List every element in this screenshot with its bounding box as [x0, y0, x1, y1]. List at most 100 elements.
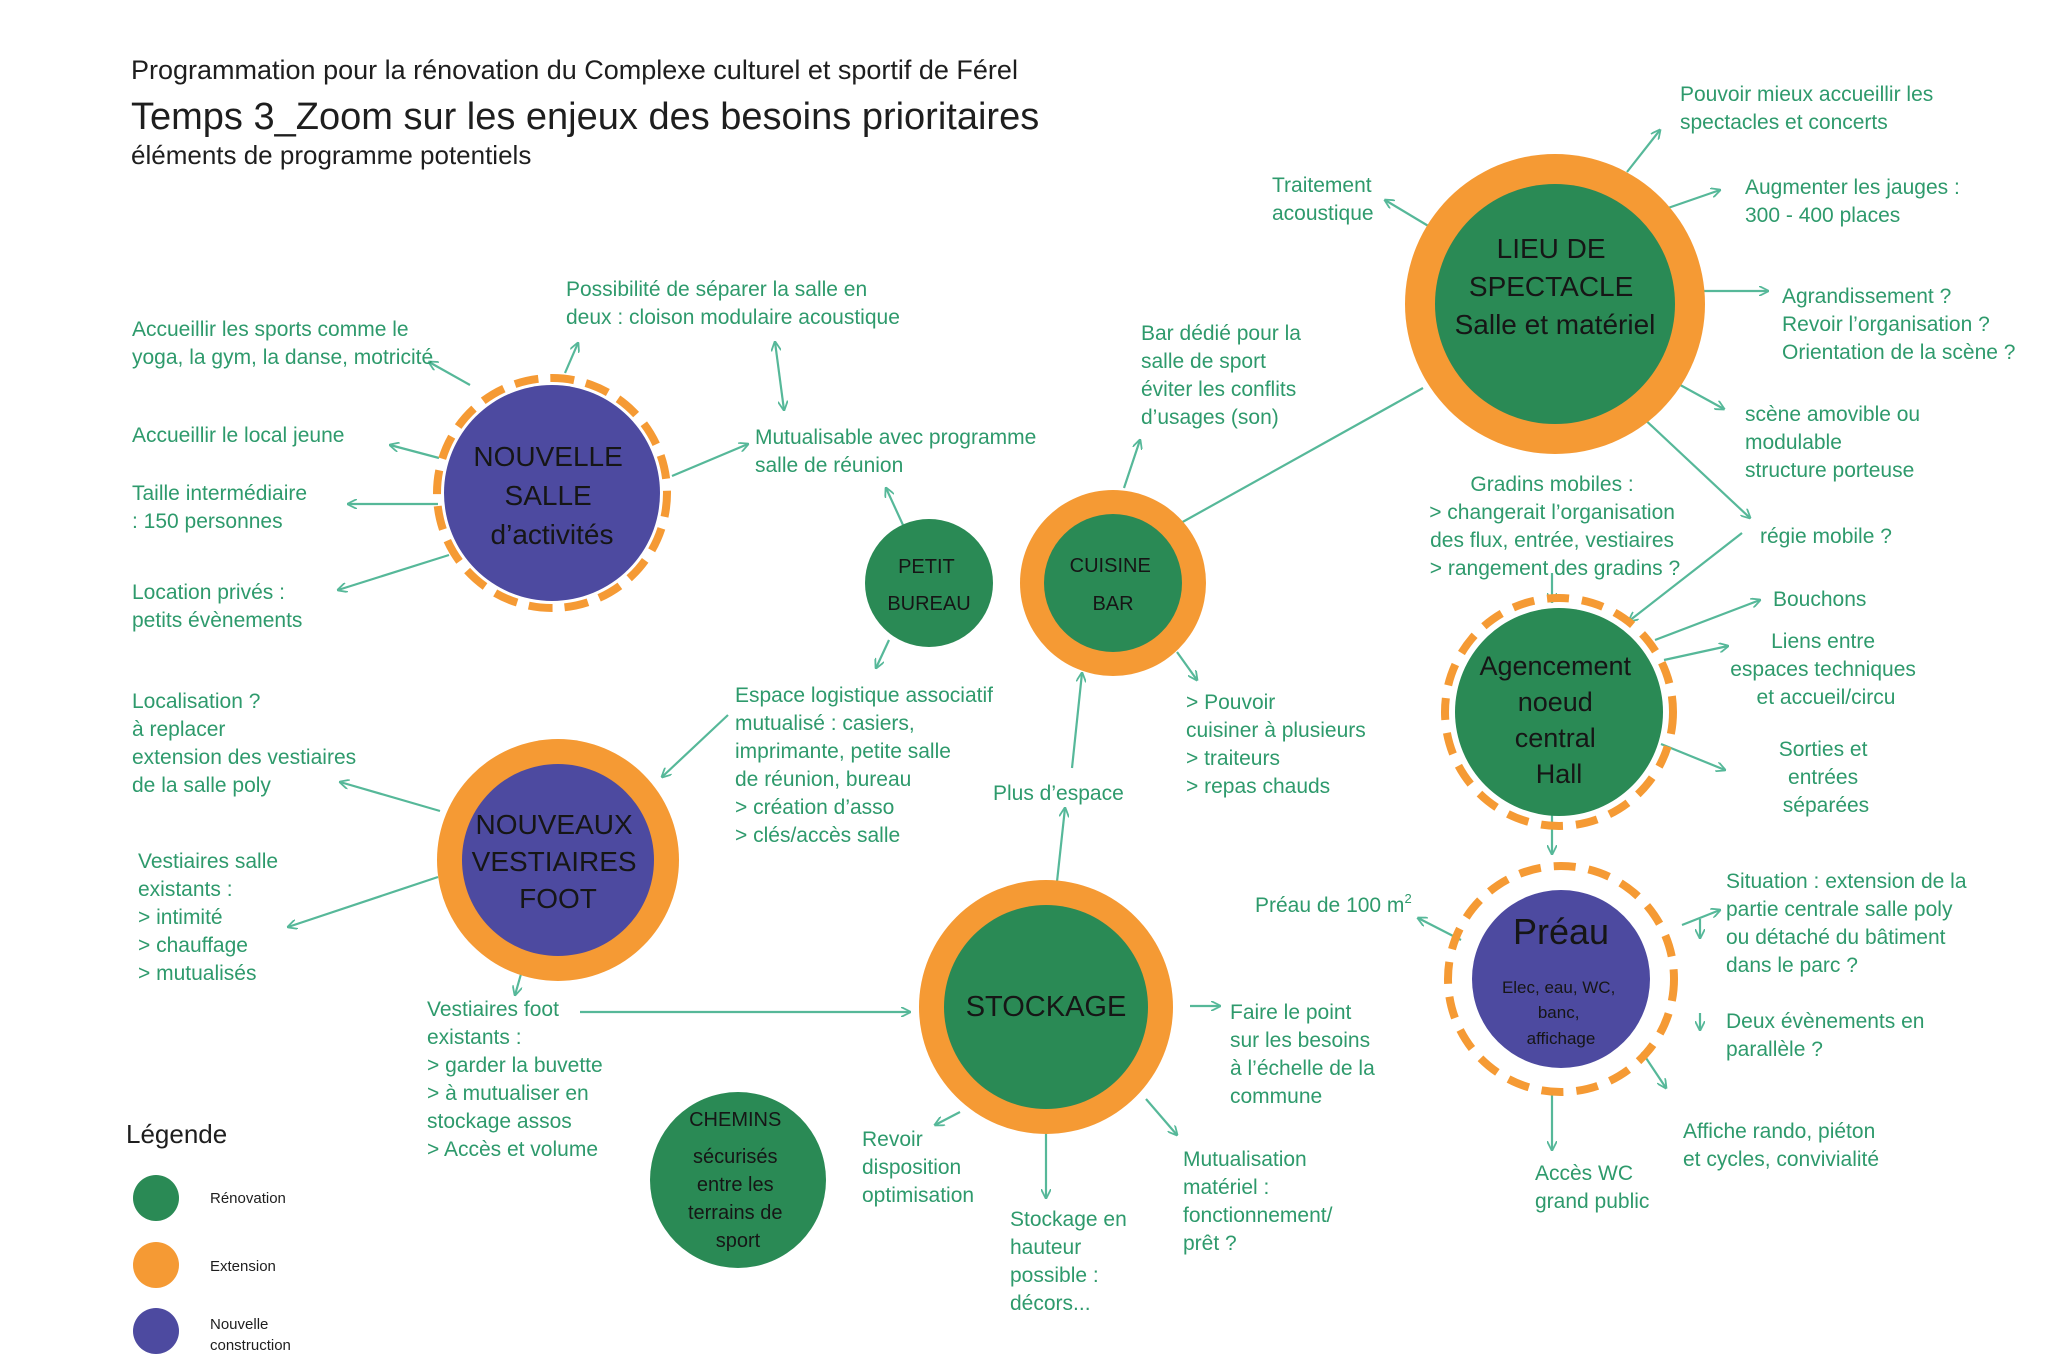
- label-liens-line2: espaces techniques: [1730, 658, 1916, 681]
- label-affiche-line1: Affiche rando, piéton: [1683, 1120, 1875, 1143]
- label-cuisiner-line1: > Pouvoir: [1186, 691, 1275, 714]
- arrow-acoustique: [1385, 200, 1431, 228]
- label-gradins-line2: > changerait l’organisation: [1429, 501, 1675, 524]
- legend: Légende Rénovation Extension Nouvelle co…: [126, 1119, 291, 1354]
- label-scene-line1: scène amovible ou: [1745, 403, 1920, 426]
- arrow-mutualisable: [671, 444, 748, 478]
- label-cuisiner-line3: > traiteurs: [1186, 747, 1280, 770]
- legend-extension-swatch: [133, 1242, 179, 1288]
- label-scene-line2: modulable: [1745, 431, 1842, 454]
- label-logistique-line4: de réunion, bureau: [735, 768, 911, 791]
- label-vestiaires-foot-line5: stockage assos: [427, 1110, 572, 1133]
- label-acces-wc-line1: Accès WC: [1535, 1162, 1633, 1185]
- label-gradins-line1: Gradins mobiles :: [1470, 473, 1633, 496]
- node-nouveaux-vestiaires: NOUVEAUX VESTIAIRES FOOT: [437, 739, 679, 981]
- salle-label: NOUVELLE SALLE d’activités: [473, 441, 630, 550]
- header-line1: Programmation pour la rénovation du Comp…: [131, 55, 1018, 85]
- arrow-scene: [1672, 380, 1724, 409]
- salle-label-line2: SALLE: [505, 480, 592, 511]
- chemins-label-line1: CHEMINS: [689, 1109, 781, 1131]
- arrow-logistique-vestiaires: [662, 714, 729, 777]
- label-spectacles-line2: spectacles et concerts: [1680, 111, 1888, 134]
- hall-label: Agencement noeud central Hall: [1479, 651, 1638, 789]
- label-location-line2: petits évènements: [132, 609, 302, 632]
- label-mutualisation-line4: prêt ?: [1183, 1232, 1237, 1255]
- salle-core: [444, 385, 660, 601]
- label-bar-line3: éviter les conflits: [1141, 378, 1296, 401]
- legend-new-label: Nouvelle construction: [210, 1316, 291, 1354]
- label-faire-point-line2: sur les besoins: [1230, 1029, 1370, 1052]
- label-mutualisation-line3: fonctionnement/: [1183, 1204, 1333, 1227]
- arrow-lieu-cuisine: [1170, 387, 1424, 529]
- node-chemins: CHEMINS sécurisés entre les terrains de …: [650, 1092, 826, 1268]
- label-vestiaires-salle-line4: > chauffage: [138, 934, 248, 957]
- label-localisation-line3: extension des vestiaires: [132, 746, 356, 769]
- arrow-separer-mutualisable: [775, 342, 784, 410]
- legend-renovation-label: Rénovation: [210, 1190, 286, 1207]
- label-acoustique-line1: Traitement: [1272, 174, 1372, 197]
- node-petit-bureau: PETIT BUREAU: [865, 519, 993, 647]
- arrow-revoir: [935, 1111, 961, 1125]
- label-cuisiner: > Pouvoir cuisiner à plusieurs > traiteu…: [1186, 691, 1372, 798]
- label-sorties-line2: entrées: [1788, 766, 1858, 789]
- stockage-label: STOCKAGE: [966, 991, 1127, 1023]
- vestiaires-label: NOUVEAUX VESTIAIRES FOOT: [472, 809, 645, 914]
- arrow-bureau-logistique: [876, 639, 890, 668]
- label-hauteur-line1: Stockage en: [1010, 1208, 1127, 1231]
- preau-sub-line1: Elec, eau, WC,: [1502, 978, 1615, 997]
- bureau-label-line2: BUREAU: [887, 593, 970, 615]
- label-logistique: Espace logistique associatif mutualisé :…: [735, 684, 999, 847]
- label-plus-espace: Plus d’espace: [993, 782, 1124, 805]
- arrow-local-jeune: [390, 445, 440, 460]
- vestiaires-label-line1: NOUVEAUX: [476, 809, 633, 840]
- label-separer-line2: deux : cloison modulaire acoustique: [566, 306, 900, 329]
- label-preau100-sup: 2: [1404, 891, 1411, 906]
- label-vestiaires-foot: Vestiaires foot existants : > garder la …: [427, 998, 609, 1161]
- label-spectacles-line1: Pouvoir mieux accueillir les: [1680, 83, 1933, 106]
- label-situation-line1: Situation : extension de la: [1726, 870, 1967, 893]
- node-hall: Agencement noeud central Hall: [1441, 594, 1677, 830]
- label-vestiaires-foot-line4: > à mutualiser en: [427, 1082, 589, 1105]
- vestiaires-label-line2: VESTIAIRES: [472, 846, 637, 877]
- label-sports-line1: Accueillir les sports comme le: [132, 318, 409, 341]
- legend-title: Légende: [126, 1119, 227, 1149]
- node-lieu-spectacle: LIEU DE SPECTACLE Salle et matériel: [1405, 154, 1705, 454]
- label-cuisiner-line2: cuisiner à plusieurs: [1186, 719, 1366, 742]
- arrow-spectacles: [1626, 130, 1660, 173]
- label-vestiaires-salle: Vestiaires salle existants : > intimité …: [138, 850, 284, 985]
- label-logistique-line5: > création d’asso: [735, 796, 894, 819]
- label-scene: scène amovible ou modulable structure po…: [1745, 403, 1926, 482]
- node-stockage: STOCKAGE: [919, 880, 1173, 1134]
- arrow-localisation: [340, 782, 441, 813]
- label-sports: Accueillir les sports comme le yoga, la …: [132, 318, 433, 369]
- arrow-vestiaires-salle: [288, 875, 439, 927]
- label-agrandissement-line3: Orientation de la scène ?: [1782, 341, 2015, 364]
- label-affiche-line2: et cycles, convivialité: [1683, 1148, 1879, 1171]
- arrow-separer: [563, 343, 578, 374]
- label-mutualisation-line2: matériel :: [1183, 1176, 1269, 1199]
- lieu-label-line3: Salle et matériel: [1455, 309, 1656, 340]
- label-separer: Possibilité de séparer la salle en deux …: [566, 278, 900, 329]
- arrow-bouchons: [1654, 600, 1760, 642]
- chemins-core: [650, 1092, 826, 1268]
- label-faire-point: Faire le point sur les besoins à l’échel…: [1230, 1001, 1381, 1108]
- arrow-mutualisation: [1145, 1098, 1177, 1135]
- label-jauges-line2: 300 - 400 places: [1745, 204, 1900, 227]
- label-cuisiner-line4: > repas chauds: [1186, 775, 1330, 798]
- label-sports-line2: yoga, la gym, la danse, motricité: [132, 346, 433, 369]
- vestiaires-label-line3: FOOT: [519, 883, 597, 914]
- hall-core: [1455, 608, 1663, 816]
- label-acoustique: Traitement acoustique: [1272, 174, 1377, 225]
- bureau-label-line1: PETIT: [898, 556, 954, 578]
- label-gradins: Gradins mobiles : > changerait l’organis…: [1429, 473, 1681, 580]
- legend-new-line1: Nouvelle: [210, 1316, 268, 1333]
- legend-extension-label: Extension: [210, 1258, 276, 1275]
- label-mutualisable: Mutualisable avec programme salle de réu…: [755, 426, 1042, 477]
- arrow-sports: [429, 362, 471, 386]
- bureau-core: [865, 519, 993, 647]
- vestiaires-core: [462, 764, 654, 956]
- hall-label-line2: noeud: [1518, 687, 1593, 717]
- salle-label-line1: NOUVELLE: [473, 441, 622, 472]
- label-situation-line2: partie centrale salle poly: [1726, 898, 1953, 921]
- legend-new-line2: construction: [210, 1337, 291, 1354]
